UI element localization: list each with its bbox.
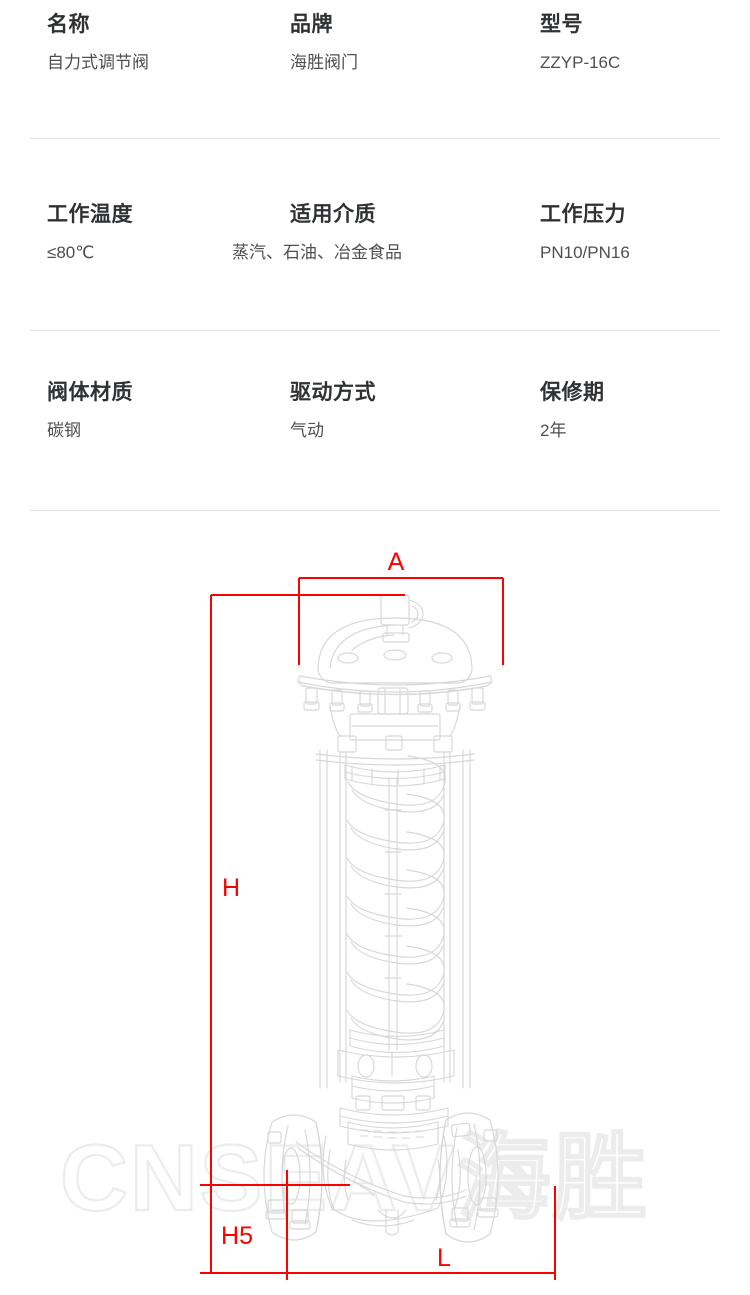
row-divider (30, 330, 720, 331)
spec-row: 工作温度 ≤80℃ 适用介质 蒸汽、石油、冶金食品 工作压力 PN10/PN16 (0, 138, 750, 331)
spec-cell-warranty: 保修期 2年 (540, 382, 605, 439)
watermark-text: CNSEAV海胜 (60, 1125, 649, 1230)
row-divider (30, 138, 720, 139)
spec-value: 自力式调节阀 (47, 53, 149, 72)
spec-label: 工作压力 (540, 203, 626, 226)
spec-value: 2年 (540, 421, 567, 440)
spec-cell-name: 名称 自力式调节阀 (47, 14, 149, 71)
spec-value: 蒸汽、石油、冶金食品 (232, 243, 402, 262)
spec-value: PN10/PN16 (540, 243, 630, 262)
spec-row: 阀体材质 碳钢 驱动方式 气动 保修期 2年 (0, 330, 750, 511)
spec-cell-working-pressure: 工作压力 PN10/PN16 (540, 204, 630, 261)
spec-cell-medium: 适用介质 蒸汽、石油、冶金食品 (232, 204, 402, 261)
spec-value: ≤80℃ (47, 243, 95, 262)
valve-technical-drawing: CNSEAV海胜 (0, 510, 750, 1295)
dimension-label-A: A (388, 548, 405, 576)
spec-label: 工作温度 (47, 203, 133, 226)
dimension-L (287, 1186, 556, 1280)
dimension-A (298, 577, 504, 665)
spec-label: 保修期 (540, 381, 605, 404)
valve-illustration (263, 594, 499, 1243)
row-divider (30, 510, 720, 511)
spec-label: 驱动方式 (290, 381, 376, 404)
spec-label: 适用介质 (290, 203, 376, 226)
spec-cell-model: 型号 ZZYP-16C (540, 14, 620, 71)
dimension-label-H5: H5 (221, 1222, 253, 1250)
spec-cell-drive-type: 驱动方式 气动 (290, 382, 376, 439)
dimension-annotations (200, 577, 556, 1280)
spec-value: 气动 (290, 421, 324, 440)
dimension-label-H: H (222, 874, 240, 902)
spec-label: 名称 (47, 13, 90, 36)
spec-cell-brand: 品牌 海胜阀门 (290, 14, 358, 71)
spec-label: 品牌 (290, 13, 333, 36)
spec-value: ZZYP-16C (540, 53, 621, 72)
spec-row: 名称 自力式调节阀 品牌 海胜阀门 型号 ZZYP-16C (0, 0, 750, 139)
spec-label: 阀体材质 (47, 381, 133, 404)
spec-cell-body-material: 阀体材质 碳钢 (47, 382, 133, 439)
watermark: CNSEAV海胜 (59, 1124, 649, 1231)
spec-value: 碳钢 (47, 421, 81, 440)
specification-table: 名称 自力式调节阀 品牌 海胜阀门 型号 ZZYP-16C 工作温度 ≤80℃ … (0, 0, 750, 511)
spec-label: 型号 (540, 13, 583, 36)
dimension-labels: A H H5 L (221, 548, 451, 1272)
spec-value: 海胜阀门 (290, 53, 358, 72)
dimension-label-L: L (437, 1244, 451, 1272)
spec-cell-working-temperature: 工作温度 ≤80℃ (47, 204, 133, 261)
